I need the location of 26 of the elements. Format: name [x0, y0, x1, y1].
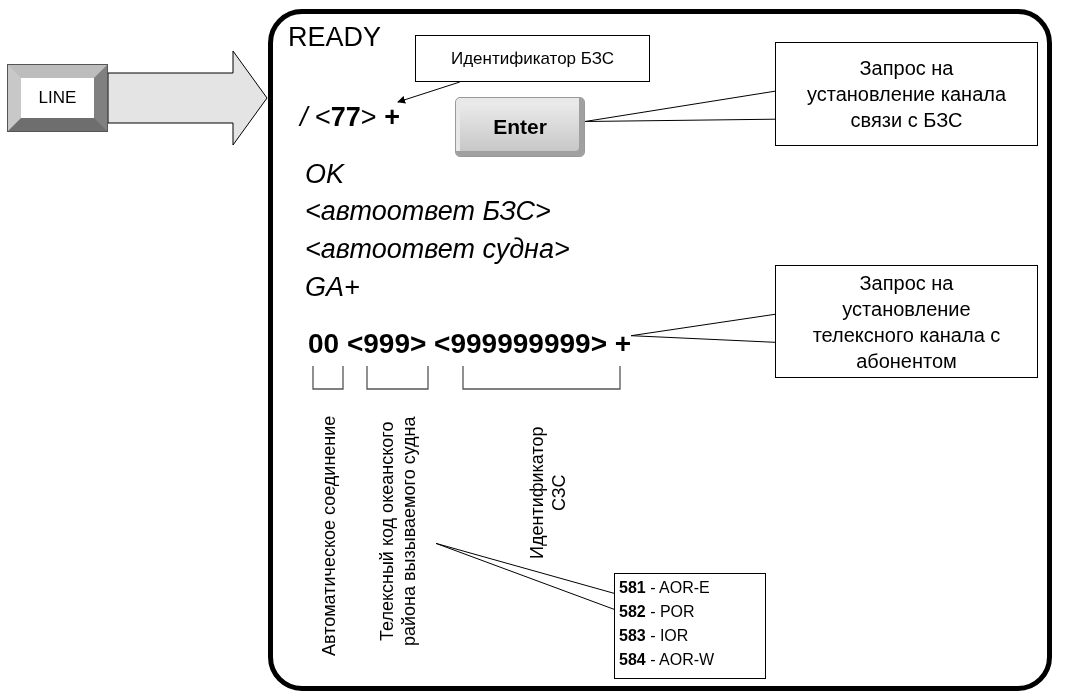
callout-box: Запрос на установление телексного канала с абонентом [775, 265, 1038, 378]
vertical-label: Идентификатор СЗС [526, 425, 570, 561]
code-list-item: 581 - AOR-E [619, 578, 711, 598]
code-list-item: 584 - AOR-W [619, 650, 716, 670]
screen-title: READY [288, 22, 382, 53]
terminal-response: GA+ [305, 271, 361, 303]
terminal-response: OK [305, 158, 346, 190]
terminal-screen [268, 9, 1052, 691]
callout-pointer [584, 90, 776, 122]
callout-pointer [630, 313, 776, 343]
vertical-label: Телексный код океанского района вызываемого судна [360, 390, 436, 672]
code-list-item: 582 - POR [619, 602, 696, 622]
terminal-response: <автоответ судна> [305, 233, 571, 265]
vertical-label: Автоматическое соединение [318, 414, 340, 659]
command-text: 00 <999> <999999999> + [308, 328, 632, 360]
callout-box: Идентификатор БЗС [415, 35, 650, 82]
block-arrow [107, 50, 268, 146]
terminal-response: <автоответ БЗС> [305, 195, 552, 227]
callout-box: Запрос на установление канала связи с БЗС [775, 42, 1038, 146]
code-list-item: 583 - IOR [619, 626, 690, 646]
arrow [397, 81, 461, 104]
command-text: / <77> + [300, 102, 400, 133]
leader-line [435, 542, 615, 610]
line-key: LINE [8, 65, 107, 131]
enter-key: Enter [455, 97, 585, 157]
code-list-box [614, 573, 766, 679]
